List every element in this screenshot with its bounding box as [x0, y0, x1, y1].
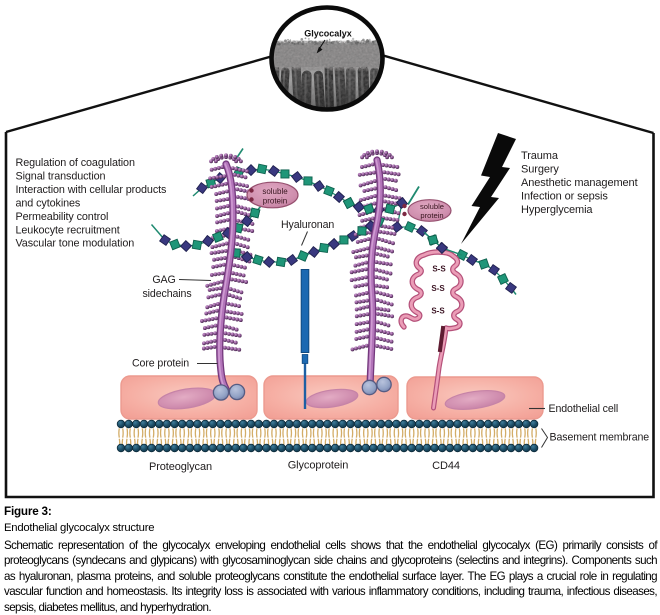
svg-text:Core protein: Core protein: [132, 358, 189, 370]
svg-text:Permeability control: Permeability control: [16, 211, 109, 223]
svg-text:Proteoglycan: Proteoglycan: [149, 461, 212, 473]
svg-text:Basement membrane: Basement membrane: [550, 432, 650, 444]
svg-text:soluble: soluble: [420, 202, 444, 211]
svg-text:GAG: GAG: [152, 274, 175, 286]
svg-text:S-S: S-S: [431, 284, 445, 293]
svg-text:Anesthetic management: Anesthetic management: [521, 177, 638, 189]
svg-text:Regulation of coagulation: Regulation of coagulation: [16, 157, 135, 169]
svg-text:Signal transduction: Signal transduction: [16, 170, 106, 182]
svg-text:Glycoprotein: Glycoprotein: [288, 460, 349, 472]
svg-text:Trauma: Trauma: [521, 150, 559, 162]
svg-text:Interaction with cellular prod: Interaction with cellular products: [16, 184, 168, 196]
svg-text:sidechains: sidechains: [142, 288, 191, 300]
svg-text:S-S: S-S: [432, 265, 446, 274]
svg-text:soluble: soluble: [262, 187, 288, 196]
svg-text:Vascular tone modulation: Vascular tone modulation: [16, 238, 135, 250]
svg-text:CD44: CD44: [432, 460, 460, 472]
svg-text:and cytokines: and cytokines: [16, 197, 81, 209]
svg-text:Hyaluronan: Hyaluronan: [281, 219, 334, 231]
svg-text:Surgery: Surgery: [521, 164, 559, 176]
svg-text:protein: protein: [263, 197, 287, 206]
svg-text:S-S: S-S: [431, 307, 445, 316]
svg-text:Endothelial cell: Endothelial cell: [549, 403, 619, 415]
svg-text:Glycocalyx: Glycocalyx: [304, 29, 352, 39]
svg-text:Hyperglycemia: Hyperglycemia: [521, 204, 593, 216]
svg-text:Leukocyte recruitment: Leukocyte recruitment: [16, 224, 120, 236]
svg-text:protein: protein: [420, 211, 443, 220]
svg-text:Infection or sepsis: Infection or sepsis: [521, 191, 608, 203]
